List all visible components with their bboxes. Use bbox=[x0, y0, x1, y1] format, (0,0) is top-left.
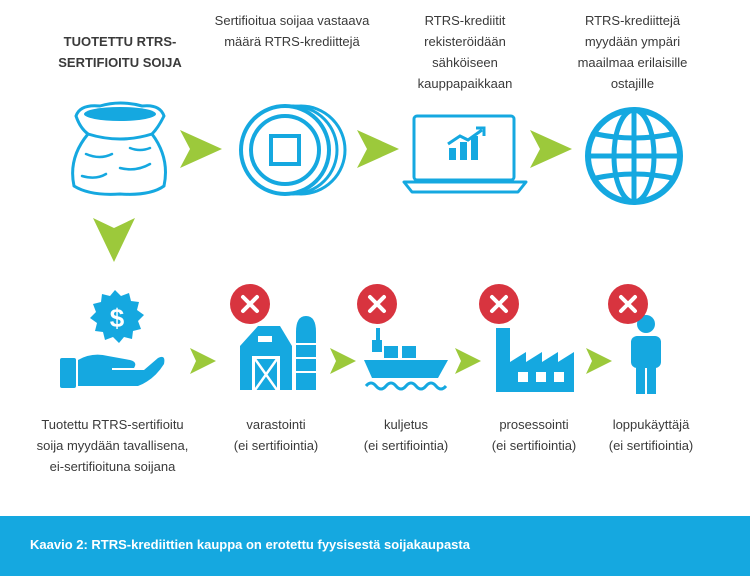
step-label-produced-soy: TUOTETTU RTRS-SERTIFIOITU SOIJA bbox=[58, 34, 182, 70]
laptop-chart-icon bbox=[402, 114, 528, 194]
step-note: (ei sertifiointia) bbox=[608, 438, 694, 453]
step-label-credits: Sertifioitua soijaa vastaava määrä RTRS-… bbox=[214, 13, 370, 49]
arrow-right-icon bbox=[586, 348, 612, 374]
step-title: loppukäyttäjä bbox=[612, 417, 690, 432]
person-icon bbox=[631, 315, 661, 394]
arrow-right-icon bbox=[357, 130, 399, 168]
ship-icon bbox=[364, 328, 448, 391]
arrow-right-icon bbox=[190, 348, 216, 374]
sack-icon bbox=[71, 101, 167, 196]
arrow-right-icon bbox=[530, 130, 572, 168]
not-certified-badge bbox=[230, 284, 270, 324]
not-certified-badge bbox=[357, 284, 397, 324]
step-label-sold-uncertified: Tuotettu RTRS-sertifioitu soija myydään … bbox=[36, 417, 189, 474]
hand-money-icon: $ bbox=[60, 290, 165, 388]
step-note: (ei sertifiointia) bbox=[491, 438, 577, 453]
svg-text:$: $ bbox=[110, 303, 125, 333]
arrow-right-icon bbox=[180, 130, 222, 168]
step-note: (ei sertifiointia) bbox=[363, 438, 449, 453]
step-title: varastointi bbox=[246, 417, 306, 432]
step-label-buyers: RTRS-krediittejä myydään ympäri maailmaa… bbox=[577, 13, 688, 91]
caption-text: Kaavio 2: RTRS-krediittien kauppa on ero… bbox=[30, 537, 470, 552]
factory-icon bbox=[496, 328, 574, 392]
step-label-transport: kuljetus (ei sertifiointia) bbox=[350, 414, 462, 456]
step-label-marketplace: RTRS-krediitit rekisteröidään sähköiseen… bbox=[417, 13, 513, 91]
step-label-storage: varastointi (ei sertifiointia) bbox=[220, 414, 332, 456]
barn-silo-icon bbox=[240, 316, 316, 391]
globe-icon bbox=[585, 107, 683, 205]
step-label-processing: prosessointi (ei sertifiointia) bbox=[478, 414, 590, 456]
arrow-down-icon bbox=[93, 218, 135, 262]
step-note: (ei sertifiointia) bbox=[233, 438, 319, 453]
not-certified-badge bbox=[608, 284, 648, 324]
close-icon bbox=[368, 295, 386, 313]
coins-icon bbox=[239, 104, 347, 196]
arrow-right-icon bbox=[455, 348, 481, 374]
step-title: kuljetus bbox=[383, 417, 429, 432]
close-icon bbox=[619, 295, 637, 313]
close-icon bbox=[490, 295, 508, 313]
arrow-right-icon bbox=[330, 348, 356, 374]
not-certified-badge bbox=[479, 284, 519, 324]
caption-bar: Kaavio 2: RTRS-krediittien kauppa on ero… bbox=[0, 516, 750, 576]
step-label-end-user: loppukäyttäjä (ei sertifiointia) bbox=[595, 414, 707, 456]
step-title: prosessointi bbox=[499, 417, 569, 432]
close-icon bbox=[241, 295, 259, 313]
